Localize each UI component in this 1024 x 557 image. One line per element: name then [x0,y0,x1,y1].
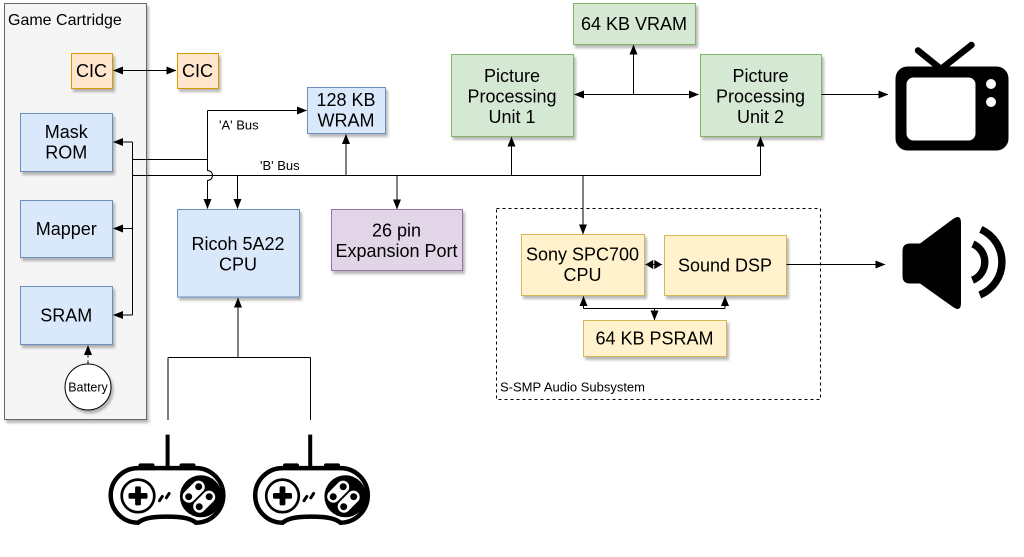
svg-text:Sound DSP: Sound DSP [678,256,772,276]
svg-text:CIC: CIC [76,61,107,81]
svg-text:SRAM: SRAM [40,306,92,326]
svg-text:Battery: Battery [68,381,108,395]
svg-text:Mask: Mask [45,122,89,142]
svg-text:'A' Bus: 'A' Bus [219,118,259,133]
svg-text:CPU: CPU [219,255,257,275]
svg-text:26 pin: 26 pin [372,221,421,241]
svg-text:Game Cartridge: Game Cartridge [8,12,122,29]
svg-text:Ricoh 5A22: Ricoh 5A22 [191,234,284,254]
svg-text:S-SMP Audio Subsystem: S-SMP Audio Subsystem [500,380,645,395]
svg-text:ROM: ROM [45,143,87,163]
svg-text:Processing: Processing [467,87,556,107]
svg-text:64 KB VRAM: 64 KB VRAM [581,14,687,34]
svg-text:Unit 1: Unit 1 [488,107,535,127]
svg-text:Sony SPC700: Sony SPC700 [526,245,639,265]
svg-text:Expansion Port: Expansion Port [335,241,457,261]
svg-text:CIC: CIC [182,61,213,81]
svg-text:Processing: Processing [716,87,805,107]
svg-text:Unit 2: Unit 2 [737,107,784,127]
svg-text:64 KB PSRAM: 64 KB PSRAM [595,329,713,349]
svg-text:128 KB: 128 KB [316,90,375,110]
svg-text:WRAM: WRAM [318,111,375,131]
svg-text:Picture: Picture [732,66,788,86]
svg-text:'B' Bus: 'B' Bus [260,158,300,173]
svg-text:CPU: CPU [563,265,601,285]
svg-text:Mapper: Mapper [36,219,97,239]
svg-text:Picture: Picture [484,66,540,86]
